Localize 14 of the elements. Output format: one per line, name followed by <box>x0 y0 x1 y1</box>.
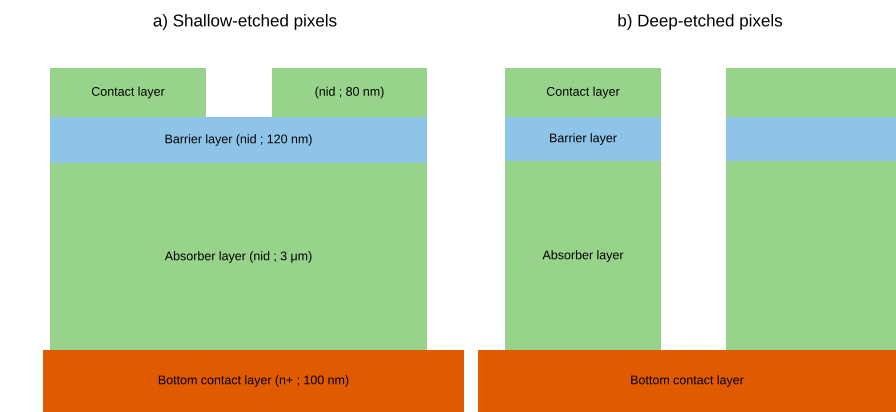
contact-layer: Contact layer <box>505 68 661 117</box>
contact-layer: Contact layer <box>50 68 206 117</box>
contact-layer <box>726 68 896 117</box>
absorber-layer: Absorber layer <box>505 161 661 351</box>
contact-layer: (nid ; 80 nm) <box>272 68 427 117</box>
barrier-layer: Barrier layer (nid ; 120 nm) <box>50 117 427 163</box>
absorber-layer <box>726 161 896 351</box>
barrier-layer: Barrier layer <box>505 117 661 161</box>
absorber-layer: Absorber layer (nid ; 3 μm) <box>50 163 427 351</box>
bottom-contact-layer: Bottom contact layer (n+ ; 100 nm) <box>43 350 464 412</box>
bottom-contact-layer: Bottom contact layer <box>478 350 896 412</box>
panel-title: b) Deep-etched pixels <box>618 14 782 30</box>
panel-title: a) Shallow-etched pixels <box>154 14 336 30</box>
barrier-layer <box>726 117 896 161</box>
